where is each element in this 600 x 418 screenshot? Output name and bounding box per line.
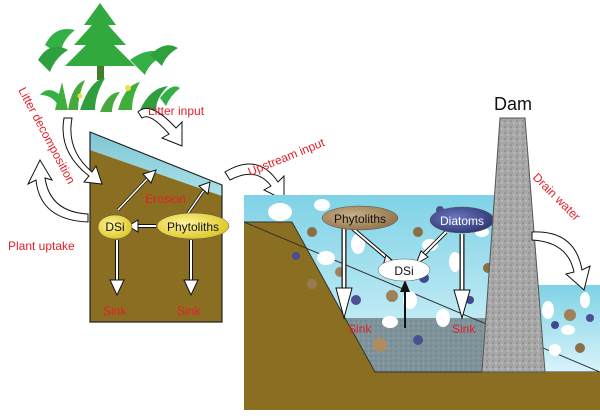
cycle-arrows	[26, 108, 285, 223]
erosion-label: Erosion	[145, 192, 186, 206]
dsi-soil-node	[97, 214, 133, 240]
plant-uptake-label: Plant uptake	[8, 239, 75, 253]
upstream-input-label: Upstream input	[246, 135, 327, 179]
drain-water-label: Drain water	[530, 170, 583, 223]
sink-water-left-label: Sink	[348, 322, 372, 336]
reservoir-flow-arrows	[335, 226, 471, 328]
sink-water-right-label: Sink	[452, 322, 476, 336]
suspended-particles	[268, 199, 594, 356]
diatoms-label: Diatoms	[440, 214, 484, 228]
phytoliths-soil-node	[156, 212, 230, 240]
dsi-soil-label: DSi	[105, 220, 124, 234]
phytoliths-water-label: Phytoliths	[334, 212, 386, 226]
dam-label: Dam	[494, 94, 532, 114]
dsi-water-node	[377, 258, 431, 282]
dsi-water-label: DSi	[394, 264, 413, 278]
dam-icon	[481, 117, 546, 373]
vegetation-icon	[38, 3, 180, 112]
phytoliths-soil-label: Phytoliths	[167, 220, 219, 234]
drain-water-arrow	[531, 231, 591, 291]
sink-soil-right-label: Sink	[177, 304, 201, 318]
litter-input-label: Litter input	[148, 104, 205, 118]
sink-soil-left-label: Sink	[103, 304, 127, 318]
phytoliths-water-node	[321, 205, 399, 231]
soil-flow-arrows	[109, 169, 211, 297]
